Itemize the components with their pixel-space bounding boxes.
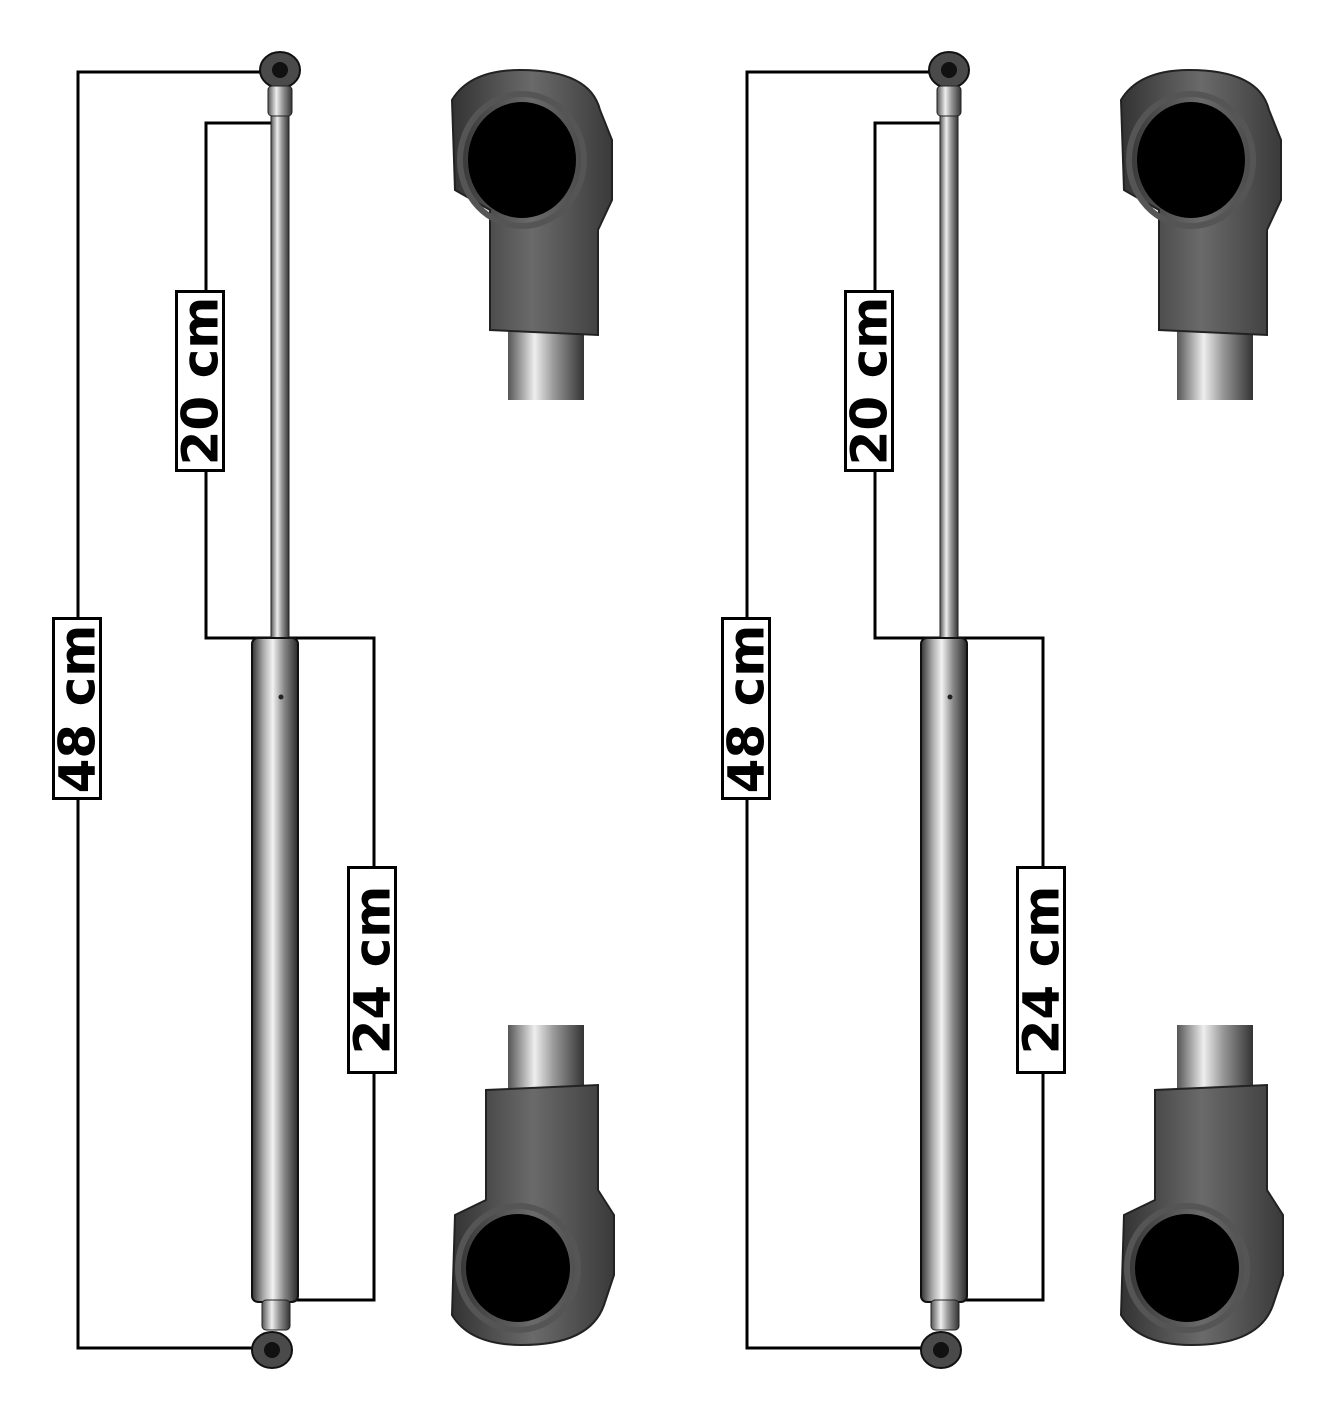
socket-detail-top	[1119, 68, 1282, 400]
cylinder-body	[251, 637, 299, 1303]
bottom-end-fitting	[251, 1299, 293, 1369]
piston-rod	[939, 115, 959, 641]
strut-set-1: 48 cm 20 cm 24 cm	[48, 51, 615, 1369]
bottom-end-fitting	[920, 1299, 962, 1369]
dimension-label-rod: 20 cm	[840, 290, 899, 472]
socket-detail-bottom	[1119, 1025, 1284, 1347]
cylinder-body	[920, 637, 968, 1303]
socket-detail-top	[450, 68, 613, 400]
dimension-lines	[76, 70, 376, 1350]
dimension-label-rod: 20 cm	[171, 290, 230, 472]
socket-detail-bottom	[450, 1025, 615, 1347]
dimension-lines	[745, 70, 1045, 1350]
strut-drawing	[745, 51, 1284, 1369]
dimension-text: 24 cm	[1012, 885, 1071, 1055]
dimension-text: 20 cm	[840, 296, 899, 466]
top-end-fitting	[928, 51, 970, 117]
dimension-label-total: 48 cm	[48, 617, 107, 800]
strut-set-2: 48 cm 20 cm 24 cm	[669, 0, 1338, 1420]
dimension-text: 48 cm	[717, 624, 776, 793]
strut-drawing	[76, 51, 615, 1369]
dimension-label-total: 48 cm	[717, 617, 776, 800]
dimension-text: 48 cm	[48, 624, 107, 793]
dimension-label-body: 24 cm	[1012, 866, 1071, 1074]
dimension-label-body: 24 cm	[343, 866, 402, 1074]
piston-rod	[270, 115, 290, 641]
dimension-text: 24 cm	[343, 885, 402, 1055]
top-end-fitting	[259, 51, 301, 117]
dimension-text: 20 cm	[171, 296, 230, 466]
